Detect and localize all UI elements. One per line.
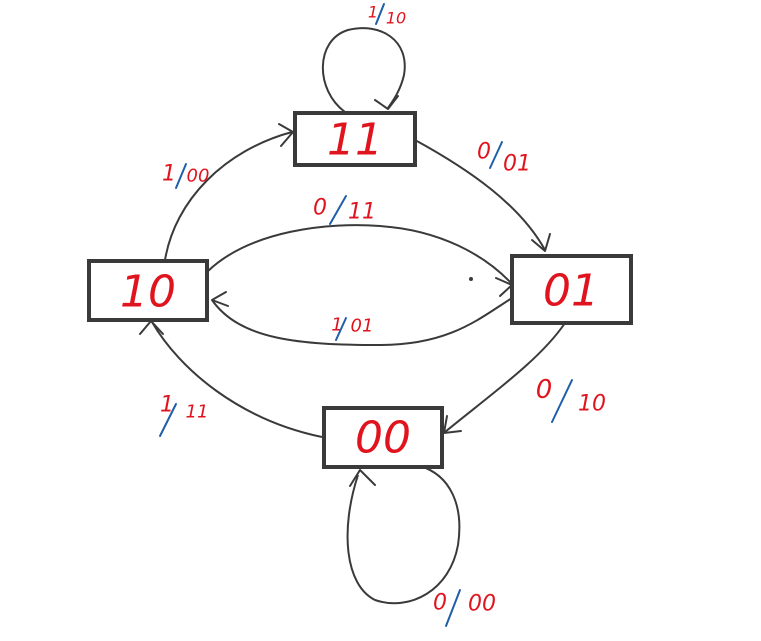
label-11-self-slash xyxy=(375,3,385,25)
label-10-to-01: 0 11 xyxy=(313,195,376,225)
label-11-to-01-input: 0 xyxy=(477,140,491,165)
state-11: 11 xyxy=(293,111,417,167)
label-00-to-10-output: 11 xyxy=(186,402,209,423)
label-01-to-00: 0 10 xyxy=(536,375,606,423)
label-10-to-01-output: 11 xyxy=(348,200,376,225)
label-11-self-input: 1 xyxy=(368,3,378,22)
state-10-label: 10 xyxy=(120,267,176,318)
edge-00-self-loop xyxy=(346,465,461,605)
edge-11-to-01 xyxy=(414,139,546,251)
label-00-self-input: 0 xyxy=(433,591,447,616)
state-11-label: 11 xyxy=(327,115,383,166)
label-11-to-01: 0 01 xyxy=(477,140,531,177)
label-10-to-11: 1 00 xyxy=(162,162,209,189)
arrowhead-11-self xyxy=(374,95,399,110)
label-00-self-output: 00 xyxy=(468,592,496,617)
arrowhead-00-self xyxy=(349,469,376,487)
label-01-to-10-input: 1 xyxy=(331,315,342,336)
label-11-self: 1 10 xyxy=(368,3,406,28)
label-01-to-00-slash xyxy=(551,379,573,423)
edge-10-to-11 xyxy=(164,131,293,261)
state-00: 00 xyxy=(322,406,444,469)
state-10-box xyxy=(87,259,209,322)
label-00-to-10: 1 11 xyxy=(159,393,209,437)
label-00-self: 0 00 xyxy=(433,589,496,627)
edge-11-self-loop xyxy=(321,27,406,113)
arrowhead-00-to-10 xyxy=(139,320,164,335)
label-01-to-00-input: 0 xyxy=(536,375,553,405)
label-00-to-10-input: 1 xyxy=(160,393,174,418)
edge-01-to-10 xyxy=(211,297,513,347)
label-11-self-output: 10 xyxy=(386,9,406,28)
arrowhead-11-to-01 xyxy=(531,233,551,252)
label-01-to-10: 1 01 xyxy=(331,315,373,341)
state-11-box xyxy=(293,111,417,167)
arrowhead-01-to-10 xyxy=(211,291,229,307)
state-00-box xyxy=(322,406,444,469)
state-01-box xyxy=(510,254,633,325)
label-10-to-11-input: 1 xyxy=(162,162,176,187)
label-00-self-slash xyxy=(445,589,461,627)
label-10-to-11-output: 00 xyxy=(187,166,210,187)
state-10: 10 xyxy=(87,259,209,322)
state-01-label: 01 xyxy=(543,266,599,317)
edge-10-to-01 xyxy=(206,224,513,285)
edge-01-to-00 xyxy=(444,322,566,433)
label-01-to-10-output: 01 xyxy=(351,316,374,337)
label-00-to-10-slash xyxy=(159,403,177,437)
edge-00-to-10 xyxy=(151,321,323,438)
label-11-to-01-output: 01 xyxy=(503,152,531,177)
label-10-to-01-slash xyxy=(329,195,347,225)
label-11-to-01-slash xyxy=(489,141,503,169)
label-10-to-11-slash xyxy=(175,163,187,189)
label-01-to-00-output: 10 xyxy=(578,392,606,417)
label-01-to-10-slash xyxy=(335,317,347,341)
dot-mark xyxy=(469,277,473,281)
state-01: 01 xyxy=(510,254,633,325)
state-00-label: 00 xyxy=(355,413,411,464)
label-10-to-01-input: 0 xyxy=(313,196,327,221)
